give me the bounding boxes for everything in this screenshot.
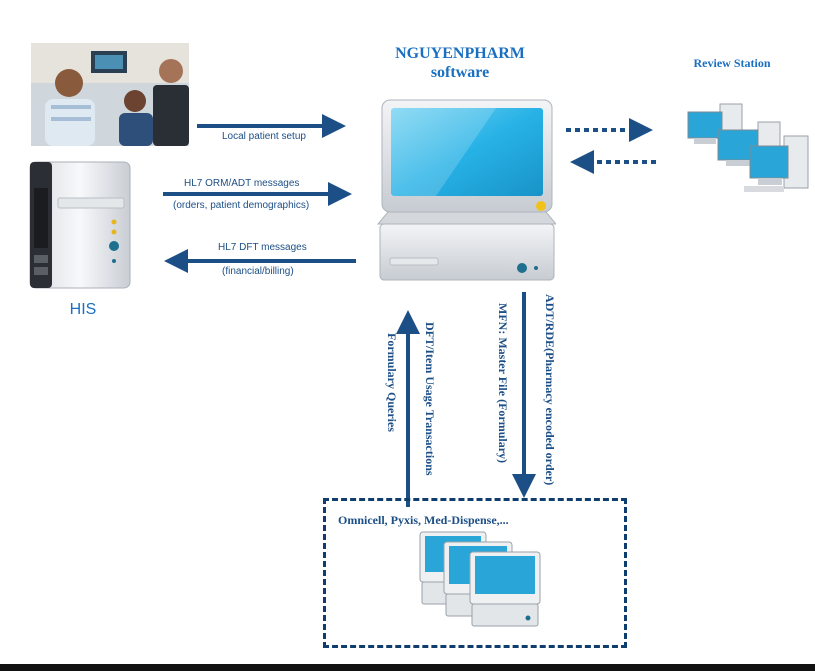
dft-detail-label: (financial/billing) — [222, 266, 294, 277]
local-patient-setup-label: Local patient setup — [222, 131, 306, 142]
hl7-orm-adt-label: HL7 ORM/ADT messages — [184, 178, 300, 189]
central-computer-icon — [376, 99, 556, 281]
mfn-master-file-label: MFN: Master File (Formulary) — [496, 303, 510, 464]
review-station-computers-icon — [687, 103, 809, 192]
title-line-1: NGUYENPHARM — [395, 45, 525, 62]
his-server-icon — [29, 161, 131, 289]
review-station-label: Review Station — [693, 56, 771, 70]
orm-adt-detail-label: (orders, patient demographics) — [173, 200, 310, 211]
bottom-bar — [0, 664, 815, 671]
dispense-systems-box — [323, 498, 627, 648]
dft-item-usage-label: DFT/Item Usage Transactions — [423, 322, 437, 476]
adt-rde-label: ADT/RDE(Pharmacy encoded order) — [543, 294, 557, 486]
patient-photo — [31, 43, 189, 146]
formulary-queries-label: Formulary Queries — [385, 333, 399, 432]
hl7-dft-label: HL7 DFT messages — [218, 242, 307, 253]
diagram-title: NGUYENPHARM software — [360, 44, 560, 82]
dispense-computers-icon — [419, 531, 541, 627]
his-label: HIS — [69, 301, 97, 318]
title-line-2: software — [430, 64, 490, 81]
dispense-systems-label: Omnicell, Pyxis, Med-Dispense,... — [338, 513, 509, 527]
